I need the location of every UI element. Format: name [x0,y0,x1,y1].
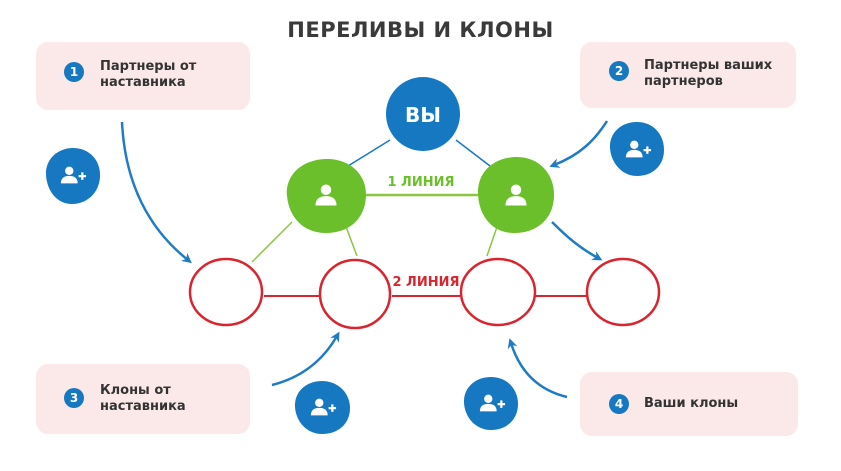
card-1: 1 Партнеры от наставника [36,42,250,110]
line2-node-3 [459,257,537,327]
card-3-number: 3 [64,388,84,408]
add-user-badge-2 [609,122,664,176]
card-3-line-b: наставника [100,399,186,414]
you-node-label: ВЫ [405,103,441,127]
line2-node-1 [188,257,264,327]
card-1-text: Партнеры от наставника [100,59,196,91]
diagram-title: ПЕРЕЛИВЫ И КЛОНЫ [287,18,554,42]
card-3-line-a: Клоны от [100,383,171,398]
edge-green-left-inner [344,223,358,257]
card-2-line-a: Партнеры ваших [644,58,773,73]
edge-you-left [347,139,391,167]
card-1-line-b: наставника [100,75,186,90]
arrow-card-2 [549,120,609,168]
line2-node-2 [318,258,392,330]
card-1-line-a: Партнеры от [100,59,197,74]
add-user-badge-3 [294,381,350,434]
edge-you-right [455,139,491,167]
card-2-line-b: партнеров [644,74,723,89]
card-2-number: 2 [609,61,629,81]
edge-green-right-inner [486,223,499,257]
edge-green-left-outer [251,221,293,263]
card-4-text: Ваши клоны [644,396,738,412]
add-user-badge-1 [45,148,101,204]
line-2-label: 2 ЛИНИЯ [392,275,459,290]
card-2: 2 Партнеры ваших партнеров [580,42,796,108]
add-user-badge-4 [463,377,518,430]
partner-node-right [477,157,555,233]
arrow-card-1 [120,121,192,264]
arrow-card-3 [271,331,340,387]
you-node: ВЫ [386,77,460,151]
card-3-text: Клоны от наставника [100,383,186,415]
card-3: 3 Клоны от наставника [36,364,250,434]
arrow-green-right-down [551,221,603,261]
card-4: 4 Ваши клоны [580,372,798,436]
card-4-number: 4 [609,394,629,414]
line-1-label: 1 ЛИНИЯ [387,175,454,190]
partner-node-left [286,158,367,233]
card-4-line-a: Ваши клоны [644,396,739,411]
card-2-text: Партнеры ваших партнеров [644,58,772,90]
arrow-card-4 [507,338,568,399]
card-1-number: 1 [64,62,84,82]
line2-node-4 [585,257,661,327]
